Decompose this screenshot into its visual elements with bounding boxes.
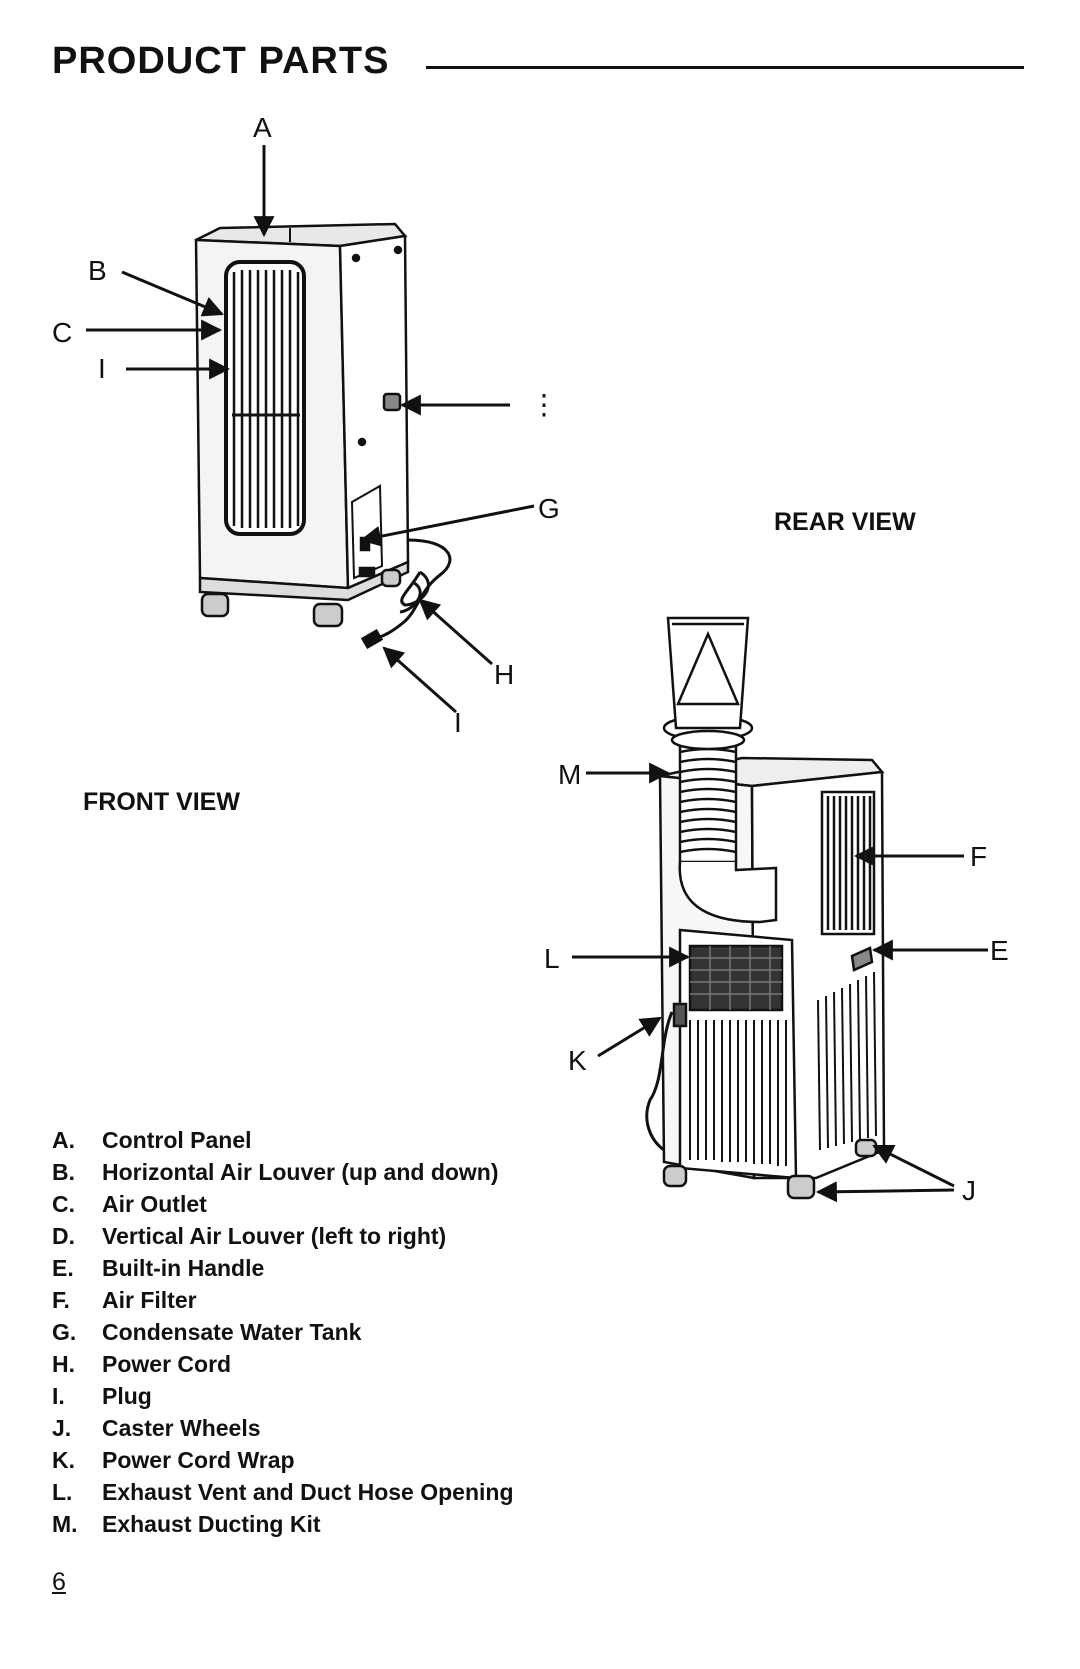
part-letter: H. bbox=[52, 1350, 75, 1377]
part-name: Horizontal Air Louver (up and down) bbox=[102, 1158, 499, 1185]
part-name: Power Cord bbox=[102, 1350, 232, 1377]
list-item: I. Plug bbox=[52, 1380, 514, 1412]
callout-h: H bbox=[494, 659, 514, 690]
title-rule bbox=[426, 66, 1024, 69]
list-item: M. Exhaust Ducting Kit bbox=[52, 1508, 514, 1540]
callout-arrows bbox=[86, 145, 988, 1203]
part-letter: M. bbox=[52, 1510, 78, 1537]
list-item: K. Power Cord Wrap bbox=[52, 1444, 514, 1476]
list-item: D. Vertical Air Louver (left to right) bbox=[52, 1220, 514, 1252]
part-name: Air Filter bbox=[102, 1286, 197, 1313]
front-louver-slats bbox=[232, 270, 300, 528]
callout-d-partial: I bbox=[98, 353, 106, 384]
part-name: Exhaust Vent and Duct Hose Opening bbox=[102, 1478, 514, 1505]
rear-view-unit bbox=[645, 616, 886, 1200]
part-letter: A. bbox=[52, 1126, 75, 1153]
part-name: Plug bbox=[102, 1382, 152, 1409]
part-name: Exhaust Ducting Kit bbox=[102, 1510, 321, 1537]
part-letter: B. bbox=[52, 1158, 75, 1185]
list-item: E. Built-in Handle bbox=[52, 1252, 514, 1284]
front-view-label: FRONT VIEW bbox=[83, 788, 240, 816]
part-name: Air Outlet bbox=[102, 1190, 207, 1217]
rear-filter-louvers bbox=[820, 790, 876, 936]
part-letter: E. bbox=[52, 1254, 74, 1281]
list-item: H. Power Cord bbox=[52, 1348, 514, 1380]
list-item: G. Condensate Water Tank bbox=[52, 1316, 514, 1348]
callout-m: M bbox=[558, 759, 581, 790]
part-name: Control Panel bbox=[102, 1126, 252, 1153]
callout-a: A bbox=[253, 112, 272, 143]
list-item: B. Horizontal Air Louver (up and down) bbox=[52, 1156, 514, 1188]
part-letter: L. bbox=[52, 1478, 73, 1505]
callout-l: L bbox=[544, 943, 560, 974]
rear-view-label: REAR VIEW bbox=[774, 508, 916, 536]
page-number: 6 bbox=[52, 1568, 66, 1596]
part-letter: I. bbox=[52, 1382, 65, 1409]
part-letter: G. bbox=[52, 1318, 77, 1345]
callout-c: C bbox=[52, 317, 72, 348]
part-name: Power Cord Wrap bbox=[102, 1446, 295, 1473]
callout-g: G bbox=[538, 493, 560, 524]
list-item: A. Control Panel bbox=[52, 1124, 514, 1156]
part-letter: K. bbox=[52, 1446, 75, 1473]
part-name: Caster Wheels bbox=[102, 1414, 261, 1441]
callout-e-partial: ⋮ bbox=[530, 389, 558, 420]
list-item: L. Exhaust Vent and Duct Hose Opening bbox=[52, 1476, 514, 1508]
list-item: F. Air Filter bbox=[52, 1284, 514, 1316]
callout-i: I bbox=[454, 707, 462, 738]
list-item: J. Caster Wheels bbox=[52, 1412, 514, 1444]
callout-b: B bbox=[88, 255, 107, 286]
part-letter: C. bbox=[52, 1190, 75, 1217]
part-letter: D. bbox=[52, 1222, 75, 1249]
page-title: PRODUCT PARTS bbox=[52, 40, 390, 82]
list-item: C. Air Outlet bbox=[52, 1188, 514, 1220]
part-name: Built-in Handle bbox=[102, 1254, 265, 1281]
parts-list: A. Control Panel B. Horizontal Air Louver … bbox=[52, 1124, 514, 1540]
part-name: Condensate Water Tank bbox=[102, 1318, 362, 1345]
callout-f: F bbox=[970, 841, 987, 872]
part-name: Vertical Air Louver (left to right) bbox=[102, 1222, 447, 1249]
callout-j: J bbox=[962, 1175, 976, 1206]
part-letter: F. bbox=[52, 1286, 70, 1313]
callout-e: E bbox=[990, 935, 1009, 966]
part-letter: J. bbox=[52, 1414, 72, 1441]
callout-k: K bbox=[568, 1045, 587, 1076]
front-view-unit bbox=[194, 222, 452, 650]
